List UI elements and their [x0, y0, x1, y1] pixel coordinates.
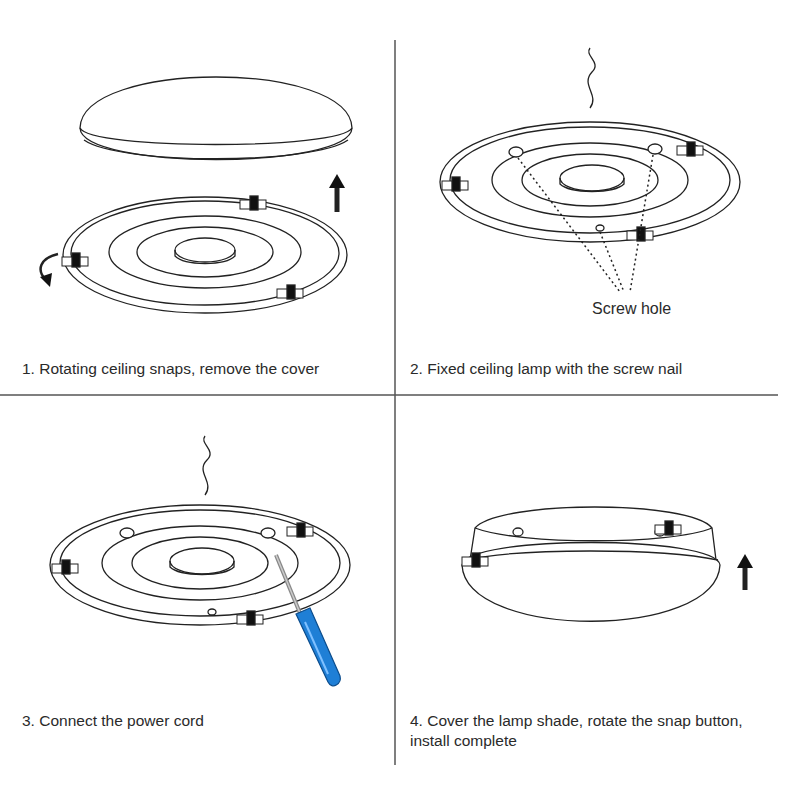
- power-wire: [203, 436, 210, 495]
- leader-line: [518, 155, 653, 292]
- rotate-arrow: [40, 254, 58, 287]
- step-caption: 4. Cover the lamp shade, rotate the snap…: [410, 711, 782, 751]
- lamp-base: [50, 505, 350, 625]
- step-caption: 2. Fixed ceiling lamp with the screw nai…: [410, 359, 682, 379]
- lamp-base: [440, 122, 740, 242]
- lift-arrow: [737, 554, 753, 590]
- lamp-base: [63, 197, 347, 313]
- divider: [0, 394, 778, 396]
- divider: [394, 40, 396, 765]
- screwdriver: [276, 555, 340, 686]
- lamp-cover: [80, 77, 352, 160]
- lift-arrow: [329, 174, 345, 212]
- step-caption: 3. Connect the power cord: [22, 711, 204, 731]
- callout-label: Screw hole: [592, 299, 671, 320]
- power-wire: [588, 48, 595, 108]
- step-caption: 1. Rotating ceiling snaps, remove the co…: [22, 359, 319, 379]
- lamp-assembled: [462, 507, 720, 621]
